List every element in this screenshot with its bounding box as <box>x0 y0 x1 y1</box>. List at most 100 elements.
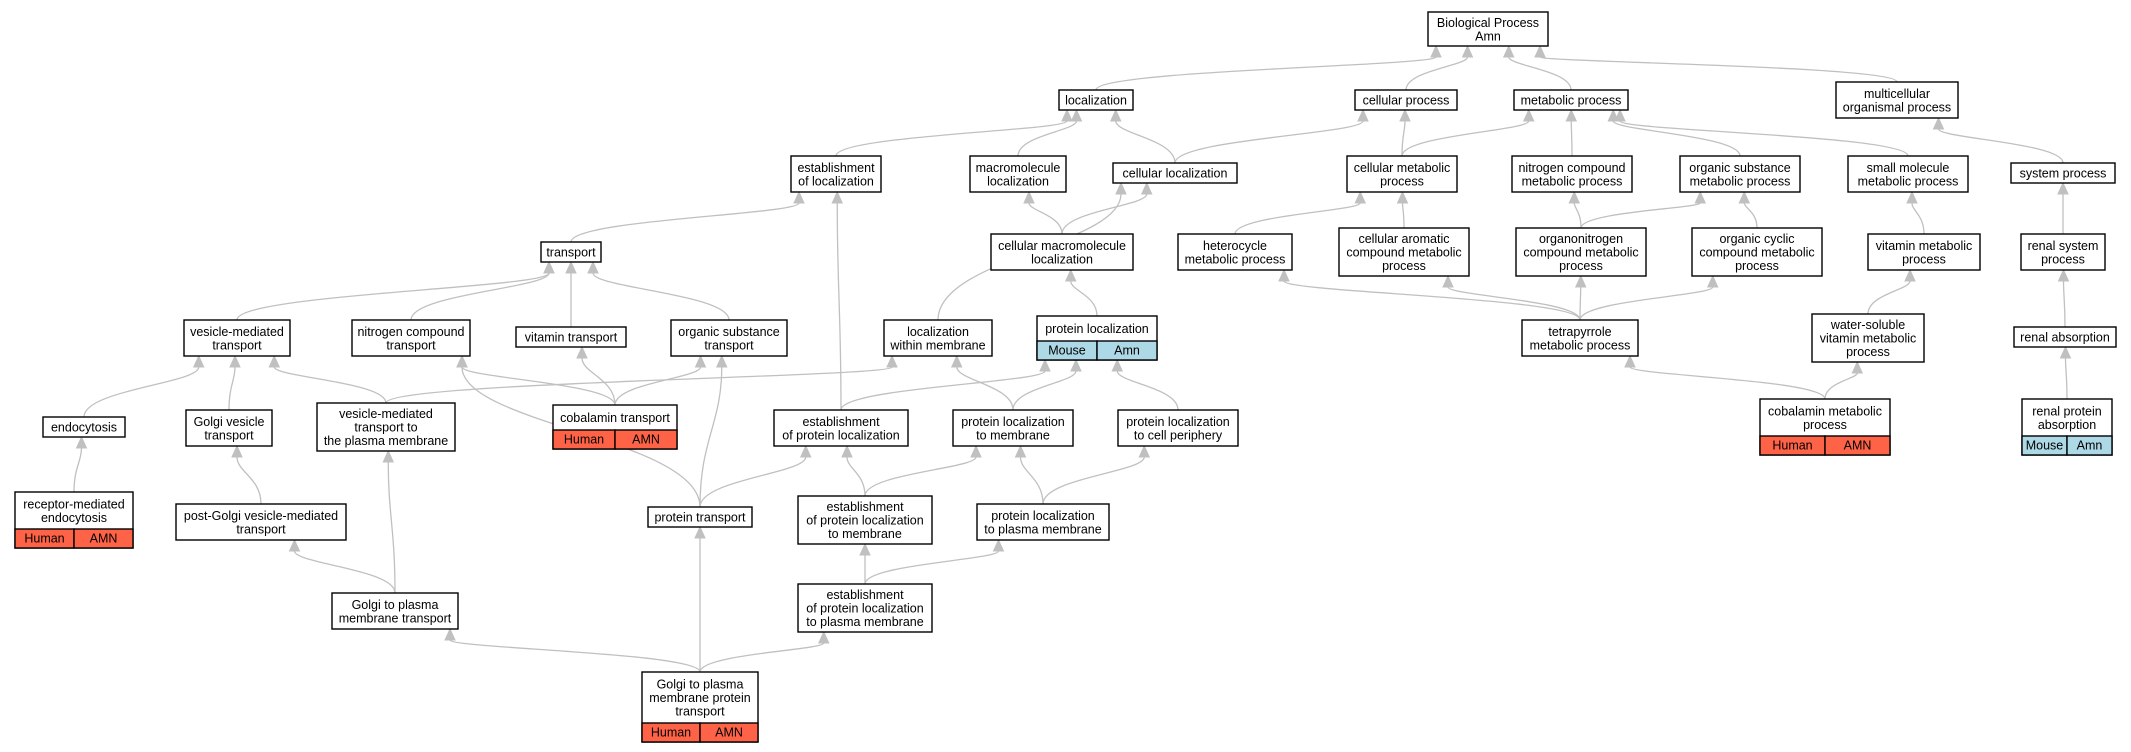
species-cell-label: Amn <box>1114 344 1140 358</box>
edge-line <box>461 366 616 406</box>
arrowhead-icon <box>2059 345 2072 359</box>
edge-cellular-metabolic-to-cellular-process <box>1399 108 1411 157</box>
edge-line <box>1911 202 1925 235</box>
species-cell-human: Human <box>552 429 616 450</box>
node-box <box>797 495 933 545</box>
go-term-node-cellular-localization[interactable]: cellular localization <box>1112 162 1238 184</box>
go-term-node-renal-absorption[interactable]: renal absorption <box>2013 326 2117 348</box>
edge-protein-localization-plasma-to-protein-localization-periphery <box>1042 444 1151 505</box>
arrowhead-icon <box>576 345 588 359</box>
node-label: renal protein <box>2032 404 2102 418</box>
edge-line <box>1867 280 1911 315</box>
go-term-node-localization[interactable]: localization <box>1058 89 1134 111</box>
edge-line <box>2064 357 2068 400</box>
node-box <box>1515 227 1647 277</box>
edge-line <box>1579 286 1714 321</box>
go-term-node-transport[interactable]: transport <box>540 241 602 263</box>
edge-line <box>1629 366 1826 400</box>
node-label: cobalamin metabolic <box>1768 404 1882 418</box>
arrowhead-icon <box>1070 108 1083 122</box>
edge-line <box>236 456 262 505</box>
arrowhead-icon <box>1396 190 1409 204</box>
arrowhead-icon <box>1354 190 1367 204</box>
node-label: cellular localization <box>1123 167 1228 181</box>
arrowhead-icon <box>1070 358 1082 372</box>
edge-tetrapyrrole-to-cellular-aromatic <box>1442 274 1581 321</box>
go-term-node-cellular-process[interactable]: cellular process <box>1354 89 1458 111</box>
species-cell-mouse: Amn <box>2066 435 2113 456</box>
go-term-node-metabolic-process[interactable]: metabolic process <box>1513 89 1629 111</box>
go-term-node-protein-transport[interactable]: protein transport <box>647 506 753 528</box>
edge-protein-transport-to-establishment-protein-localization <box>699 444 812 508</box>
edge-line <box>1116 370 1179 411</box>
node-box <box>1513 89 1629 111</box>
species-cell-mouse: Amn <box>1096 340 1158 361</box>
species-cell-mouse: Mouse <box>1036 340 1098 361</box>
arrowhead-icon <box>799 444 812 458</box>
arrowhead-icon <box>456 354 468 368</box>
edge-line <box>73 447 83 493</box>
edge-vesicle-mediated-transport-to-transport <box>236 260 555 321</box>
edge-organic-substance-transport-to-transport <box>587 260 730 321</box>
edge-line <box>1234 202 1361 235</box>
node-label: to plasma membrane <box>984 522 1101 536</box>
go-term-node-system-process[interactable]: system process <box>2010 162 2116 184</box>
arrowhead-icon <box>1111 358 1124 372</box>
edge-line <box>1401 120 1406 157</box>
edge-line <box>1401 202 1405 229</box>
arrowhead-icon <box>565 260 577 274</box>
node-label: Golgi to plasma <box>352 598 439 612</box>
node-label: organic substance <box>1689 161 1791 175</box>
go-term-node-vitamin-transport[interactable]: vitamin transport <box>515 326 627 348</box>
edge-receptor-endocytosis-to-endocytosis <box>73 435 88 493</box>
go-term-node-endocytosis[interactable]: endocytosis <box>42 416 126 438</box>
edge-cobalamin-metabolic-to-tetrapyrrole <box>1624 354 1826 400</box>
edge-protein-localization-membrane-to-protein-localization <box>1012 358 1082 411</box>
edge-cobalamin-metabolic-to-water-soluble <box>1824 360 1864 400</box>
node-label: renal system <box>2028 239 2099 253</box>
edge-line <box>1508 56 1572 91</box>
edge-cellular-aromatic-to-cellular-metabolic <box>1396 190 1409 229</box>
node-label: endocytosis <box>51 421 117 435</box>
species-cell-fill <box>614 429 678 450</box>
arrowhead-icon <box>1061 108 1073 122</box>
node-label: small molecule <box>1867 161 1950 175</box>
